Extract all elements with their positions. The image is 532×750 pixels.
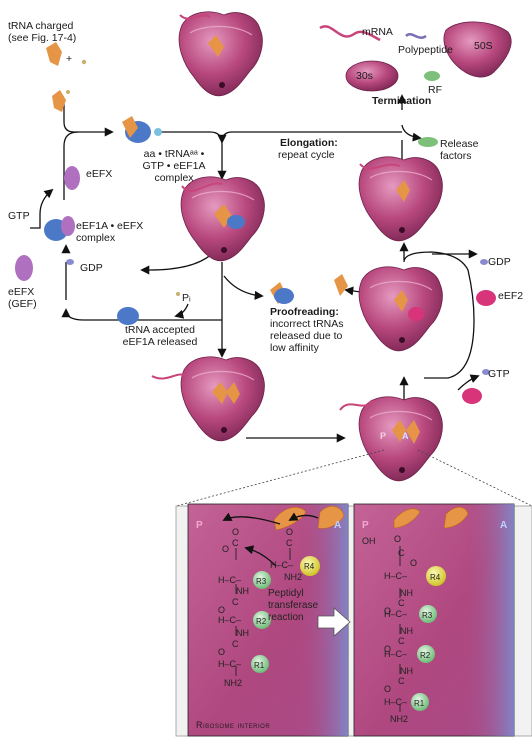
subunit-30s [345, 60, 399, 92]
gtp-right-icon [482, 369, 490, 375]
inset-panels [175, 503, 532, 737]
subunit-50s [443, 21, 512, 78]
chem-bonds [235, 546, 401, 712]
inset-arrows [222, 512, 319, 567]
label-elongation-title: Elongation: [280, 137, 338, 149]
label-p-site: P [380, 431, 387, 441]
label-trna-accepted: tRNA accepted eEF1A released [122, 324, 198, 348]
eefx-gef-icon [15, 255, 33, 281]
r2-ball-right [417, 645, 435, 663]
ribosome-cycle-2 [151, 356, 265, 442]
label-peptidyl-transferase: Peptidyl transferase reaction [268, 588, 319, 623]
eefx-icon [64, 166, 80, 190]
label-gdp-right: GDP [488, 256, 511, 268]
inset-right-a-label: A [500, 520, 508, 531]
label-50s: 50S [474, 40, 493, 52]
label-trna-charged: tRNA charged (see Fig. 17-4) [8, 20, 77, 44]
gdp-right-icon [480, 259, 488, 265]
inset-right-p-label: P [362, 520, 369, 531]
label-proofreading-title: Proofreading: [270, 306, 339, 318]
label-a-site: A [402, 431, 409, 441]
label-eef2: eEF2 [498, 290, 524, 302]
r3-ball-left [253, 571, 271, 589]
pathway-arrows [30, 94, 480, 443]
rejected-trna-icon [270, 282, 294, 304]
r4-ball-right [426, 566, 446, 586]
label-eef1a-eefx-complex: eEF1A • eEFX complex [76, 220, 144, 244]
ribosome-termination [358, 156, 443, 242]
label-mrna: mRNA [362, 26, 393, 38]
mrna-strand [319, 25, 381, 42]
label-termination: Termination [372, 95, 432, 107]
r3-ball-right [419, 605, 437, 623]
label-eefx: eEFX [86, 168, 113, 180]
eef1a-released-icon [117, 307, 139, 325]
label-gdp-left: GDP [80, 262, 103, 274]
inset-right-panel [353, 503, 515, 737]
label-eefx-gef: eEFX (GEF) [8, 286, 37, 310]
eef2-icon [476, 290, 496, 306]
label-gtp-left: GTP [8, 210, 30, 222]
label-rf: RF [428, 84, 442, 96]
r2-ball-left [253, 611, 271, 629]
label-elongation-sub: repeat cycle [278, 149, 335, 161]
ribosome-peptidyl [339, 396, 443, 482]
polypeptide-strand [405, 33, 427, 39]
trna-ends [273, 505, 469, 531]
label-polypeptide: Polypeptide [398, 44, 453, 56]
trna-icon [46, 42, 62, 66]
label-proofreading-sub: incorrect tRNAs released due to low affi… [270, 318, 344, 354]
factors [15, 42, 496, 404]
gdp-left-icon [66, 259, 74, 265]
eef2-gtp-icon [462, 388, 482, 404]
ribosome-cycle-1 [180, 176, 265, 262]
label-release-factors: Release factors [440, 138, 479, 162]
release-factor-icon [418, 137, 438, 147]
exiting-trna-icon [334, 274, 348, 296]
label-gtp-right: GTP [488, 368, 510, 380]
release-factor-rf [424, 71, 440, 81]
ribosome-top-center [178, 11, 263, 97]
inset-left-p-label: P [196, 520, 203, 531]
ternary-complex-icon [122, 116, 162, 143]
ribosome-translocation [358, 266, 443, 352]
inset-left-a-label: A [334, 520, 342, 531]
r1-ball-left [251, 655, 269, 673]
pi-icon [176, 292, 180, 296]
amino-acid-icon [81, 59, 87, 65]
r1-ball-right [411, 693, 429, 711]
label-30s: 30s [356, 70, 373, 82]
zoom-lines [175, 449, 532, 507]
charged-trna-icon [52, 90, 66, 112]
r4-ball-left [300, 556, 320, 576]
transfer-arrow [317, 607, 351, 637]
label-pi: Pᵢ [182, 292, 191, 304]
eef1a-eefx-icon [44, 216, 75, 241]
termination-products [319, 21, 512, 147]
label-ternary-complex: aa • tRNAᵃᵃ • GTP • eEF1A complex [142, 148, 206, 184]
label-plus: + [66, 53, 73, 65]
label-ribosome-interior: Ribosome interior [196, 720, 271, 730]
